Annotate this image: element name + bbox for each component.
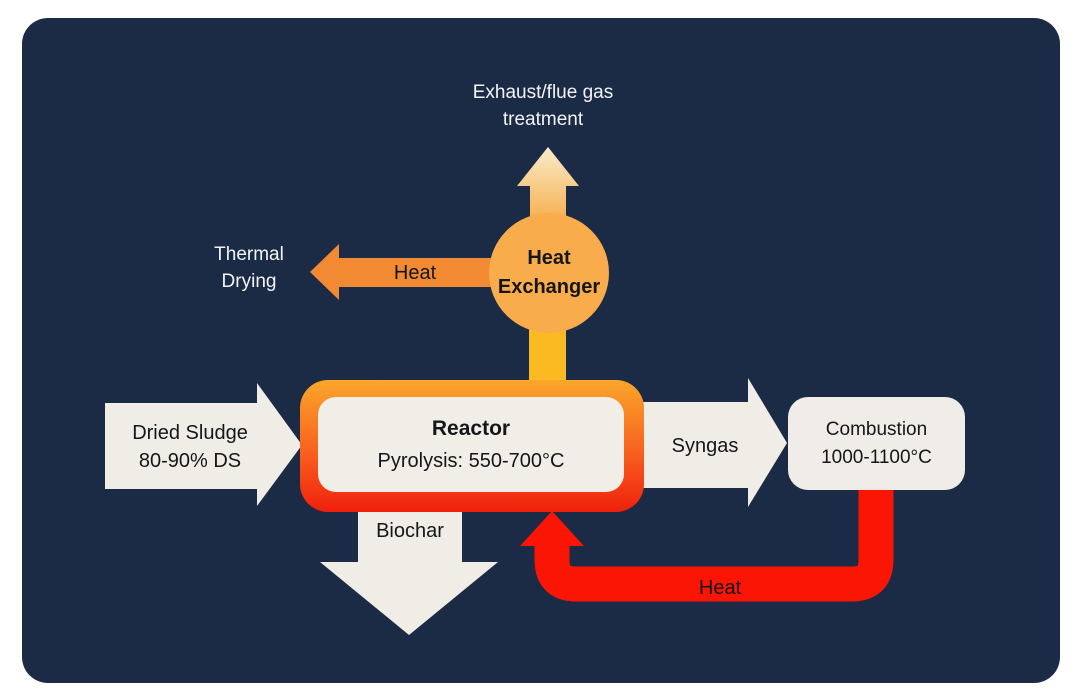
dried-sludge-arrow-icon: [105, 383, 302, 506]
syngas-label: Syngas: [671, 435, 739, 457]
biochar-label: Biochar: [376, 520, 444, 542]
heat-to-drying-label: Heat: [393, 262, 437, 284]
heat-exchanger-node: Heat Exchanger: [489, 213, 609, 333]
exhaust-arrow-icon: [517, 147, 579, 225]
combustion-node: Combustion 1000-1100°C: [788, 397, 965, 490]
heat-return-label: Heat: [698, 577, 742, 599]
reactor-node: Reactor Pyrolysis: 550-700°C: [300, 380, 644, 512]
reactor-to-exchanger-connector: [529, 325, 566, 387]
syngas-arrow-icon: [642, 378, 787, 507]
biochar-arrow-icon: [320, 498, 498, 635]
heat-return-arrowhead-icon: [520, 511, 584, 546]
exhaust-treatment-label: Exhaust/flue gas treatment: [472, 82, 614, 130]
reactor-inner-panel: Reactor Pyrolysis: 550-700°C: [318, 397, 624, 492]
heat-to-drying-arrow-icon: [310, 244, 505, 300]
reactor-subtitle: Pyrolysis: 550-700°C: [377, 449, 565, 472]
reactor-title: Reactor: [431, 416, 511, 440]
heat-return-pipe: [534, 486, 894, 602]
thermal-drying-label: Thermal Drying: [214, 244, 284, 292]
dried-sludge-label: Dried Sludge 80-90% DS: [132, 422, 248, 473]
